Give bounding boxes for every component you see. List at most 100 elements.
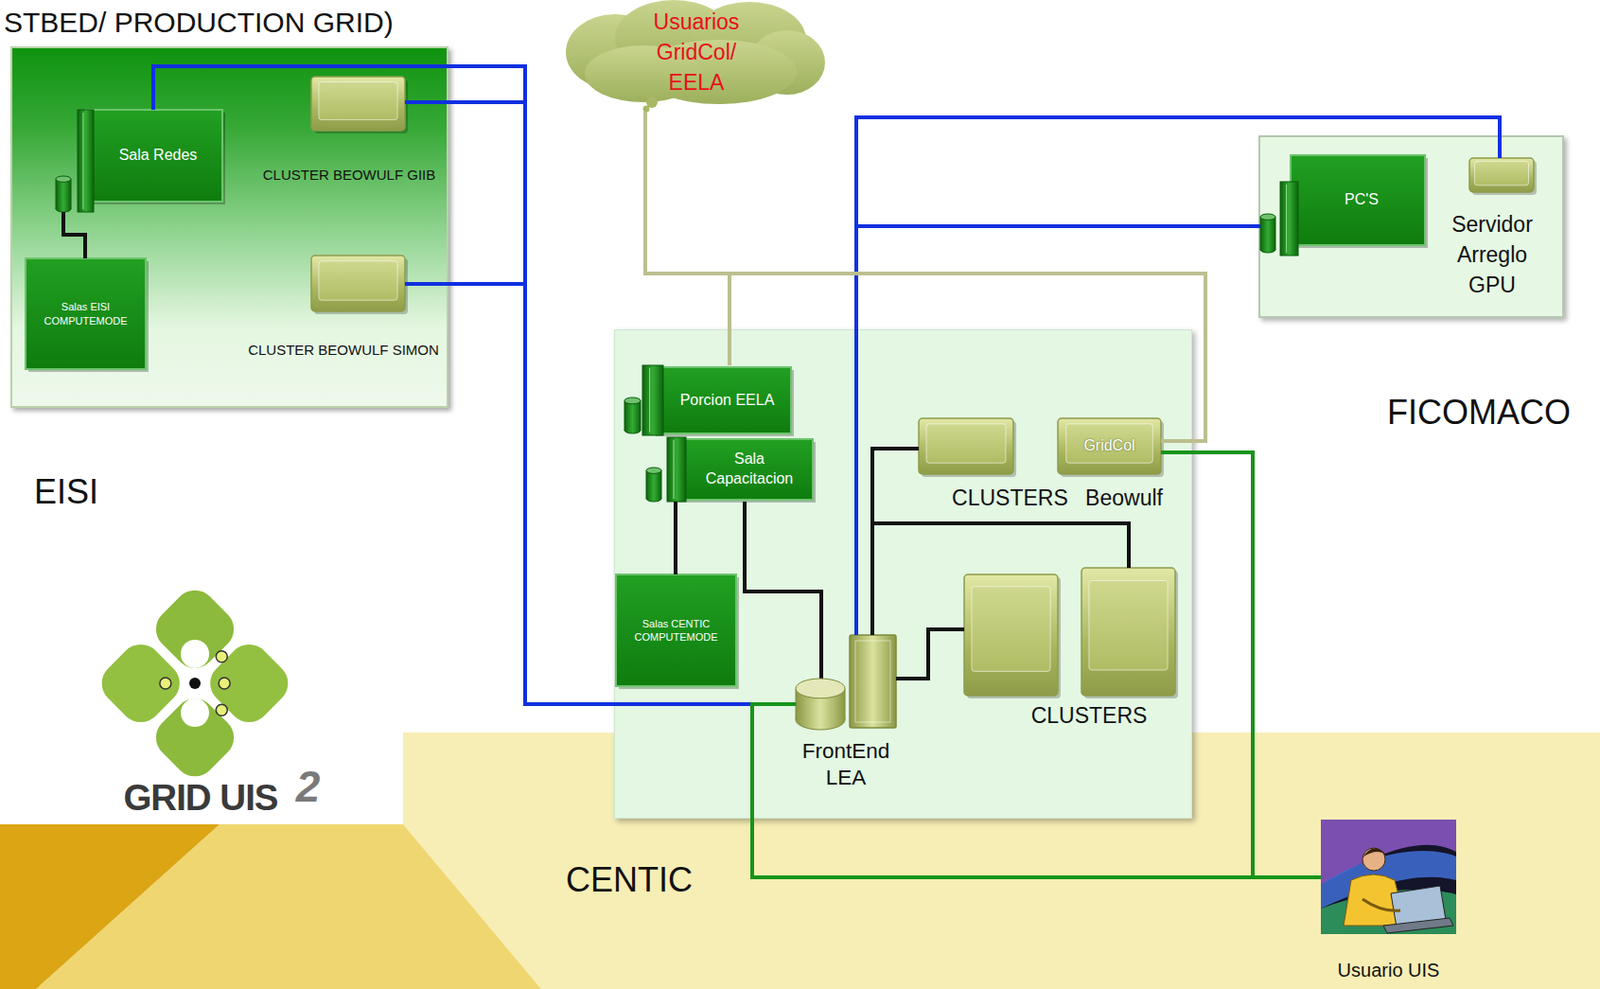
node-shape (1260, 155, 1425, 256)
room-box: PC'S (1260, 155, 1425, 256)
logo-dot (213, 702, 230, 719)
frontend-bevel (855, 640, 891, 722)
server-bevel (1089, 580, 1168, 671)
node-shape-group (646, 437, 816, 503)
cluster-icon: CLUSTERS Beowulf (918, 418, 1179, 516)
cluster-icon: CLUSTER BEOWULF GIIB (311, 76, 405, 189)
cluster-wire (896, 629, 965, 679)
logo-leaf (147, 689, 243, 785)
node-shape (25, 258, 146, 370)
cylinder-top (646, 467, 662, 474)
room-box-fill (25, 258, 146, 370)
text-slot: Porcion EELA (663, 367, 792, 434)
server-box (964, 574, 1058, 696)
title-text: STBED/ PRODUCTION GRID) (3, 3, 394, 41)
text-slot: EISI (34, 465, 176, 519)
server-box (1469, 158, 1534, 193)
network-link (404, 283, 796, 704)
server-bevel (1066, 423, 1154, 463)
node-label: GridCol (1083, 436, 1135, 457)
text-slot: GridCol (1057, 418, 1161, 475)
cylinder-symbol (795, 687, 797, 720)
server-box (1057, 418, 1161, 475)
server-bevel (971, 586, 1051, 672)
node-label: CLUSTERS (1031, 702, 1148, 731)
tower-symbol (77, 109, 94, 212)
node-label: PC'S (1344, 190, 1379, 211)
cylinder-symbol (1275, 216, 1277, 250)
network-link (872, 523, 1129, 635)
node-shape-group (55, 109, 226, 212)
server-icon: Servidor Arreglo GPU (1426, 158, 1560, 310)
logo-text: GRID UIS (123, 773, 278, 822)
user-icon (1362, 898, 1401, 911)
node-label: CLUSTER BEOWULF GIIB (263, 165, 437, 185)
server-box (918, 418, 1014, 475)
cluster-group: CLUSTERS (964, 567, 1176, 734)
network-link (856, 226, 1261, 635)
frontend-server: FrontEnd LEA (795, 634, 897, 790)
logo-dot (187, 675, 204, 692)
room-box-fill (652, 367, 792, 434)
cylinder-symbol (661, 470, 663, 499)
node-label: CLUSTER BEOWULF SIMON (247, 340, 440, 360)
cylinder-top (55, 175, 71, 182)
cluster-icon: CLUSTER BEOWULF SIMON (311, 255, 405, 366)
network-link (153, 66, 796, 704)
user-icon (1383, 917, 1454, 933)
node-label: Porcion EELA (680, 390, 775, 411)
text-slot: Sala Capacitacion (697, 439, 802, 500)
text-slot: Usuarios GridCol/ EELA (634, 1, 758, 103)
network-link (856, 117, 1500, 635)
text-slot: Sala Redes (93, 109, 223, 202)
frontend-tower (849, 634, 897, 728)
network-link (404, 102, 796, 704)
server-box (1081, 567, 1176, 696)
node-shape-group (1260, 155, 1428, 256)
tower-symbol (667, 437, 686, 502)
node-label: Sala Capacitacion (697, 449, 802, 490)
cylinder-top (1260, 213, 1276, 220)
text-slot: GRID UIS (105, 773, 296, 822)
cylinder-symbol (1260, 216, 1262, 250)
tower-symbol (1280, 181, 1299, 256)
server-bevel (1474, 161, 1529, 186)
network-link (872, 448, 919, 635)
logo-cut (175, 692, 215, 733)
text-slot: FICOMACO (1387, 386, 1598, 440)
tower-highlight (82, 112, 84, 210)
server-bevel (926, 423, 1006, 463)
region-label: CENTIC (565, 858, 693, 903)
tower-highlight (649, 368, 651, 433)
server-box (311, 76, 405, 131)
room-box: Sala Redes (55, 109, 223, 212)
node-label: Usuario UIS (1337, 957, 1441, 983)
building-region: PC'SServidor Arreglo GPUFICOMACO (1258, 135, 1565, 318)
user-cloud: Usuarios GridCol/ EELA (565, 0, 827, 112)
cloud-tail (643, 105, 651, 113)
room-box: Porcion EELA (624, 365, 792, 436)
text-slot: Usuario UIS (1301, 955, 1476, 985)
server-bevel (318, 82, 398, 121)
server-bevel (318, 261, 398, 300)
text-slot: 2 (283, 758, 332, 816)
tower-highlight (1285, 184, 1287, 253)
region-label: EISI (34, 470, 99, 515)
node-shape-group (311, 255, 408, 315)
node-label: Usuarios GridCol/ EELA (634, 6, 758, 99)
region-label: FICOMACO (1387, 390, 1571, 436)
grid-logo (93, 581, 298, 786)
user-icon (1362, 847, 1386, 871)
server-box (311, 255, 405, 312)
node-label: FrontEnd LEA (795, 738, 897, 792)
text-slot: CLUSTER BEOWULF GIIB (240, 162, 458, 188)
node-shape-group (1057, 418, 1164, 477)
tower-highlight (673, 439, 675, 499)
node-shape-group (918, 418, 1017, 477)
user-icon (1320, 819, 1457, 934)
network-link (645, 111, 1206, 441)
node-shape-group (624, 365, 794, 437)
node-label: Servidor Arreglo GPU (1432, 209, 1552, 301)
